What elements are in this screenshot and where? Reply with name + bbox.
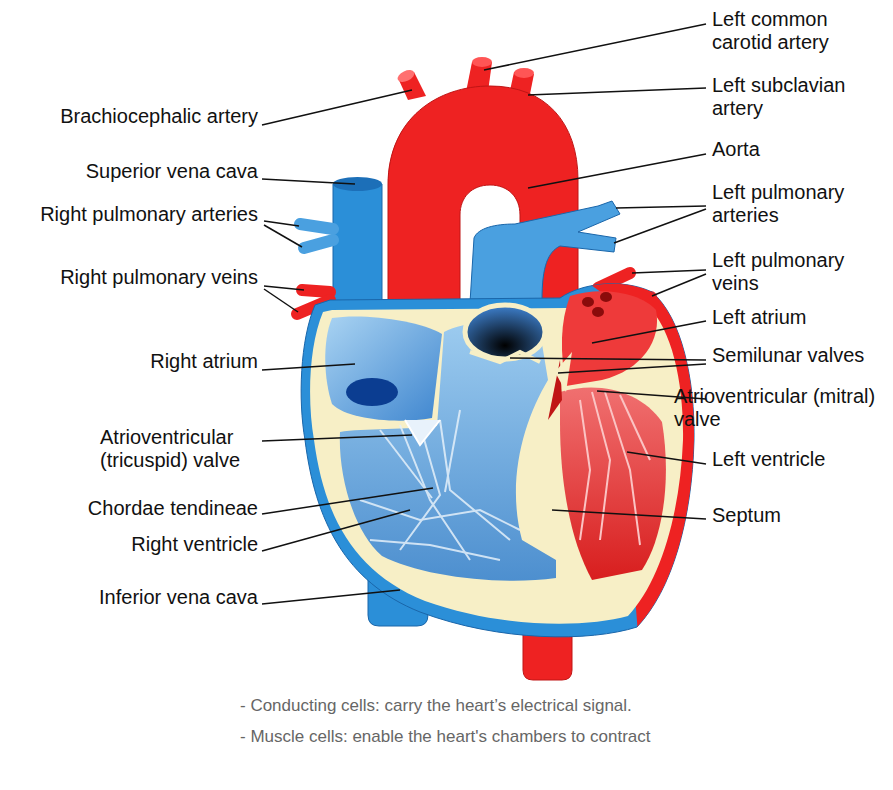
part-label: Right pulmonary arteries [40, 203, 258, 226]
heart-body [301, 284, 694, 637]
note-text: - Muscle cells: enable the heart's chamb… [240, 726, 651, 748]
chordae-tendineae [360, 410, 520, 560]
part-label: Aorta [712, 138, 760, 161]
part-label: Left common carotid artery [712, 8, 872, 54]
part-label: Atrioventricular (mitral) valve [674, 385, 889, 431]
left-ventricle [548, 352, 666, 580]
part-label: Brachiocephalic artery [60, 105, 258, 128]
right-ventricle [340, 305, 556, 581]
part-label: Left pulmonary arteries [712, 181, 872, 227]
part-label: Right ventricle [131, 533, 258, 556]
part-label: Septum [712, 504, 781, 527]
part-label: Left atrium [712, 306, 806, 329]
part-label: Right atrium [150, 350, 258, 373]
part-label: Left pulmonary veins [712, 249, 872, 295]
leader-lines [262, 24, 706, 604]
right-atrium [325, 316, 442, 420]
part-label: Right pulmonary veins [60, 266, 258, 289]
note-text: - Conducting cells: carry the heart’s el… [240, 695, 632, 717]
part-label: Superior vena cava [86, 160, 258, 183]
tricuspid-valve [405, 420, 440, 445]
part-label: Chordae tendineae [88, 497, 258, 520]
part-label: Semilunar valves [712, 344, 864, 367]
part-label: Left ventricle [712, 448, 825, 471]
part-label: Atrioventricular (tricuspid) valve [100, 426, 270, 472]
part-label: Left subclavian artery [712, 74, 872, 120]
part-label: Inferior vena cava [99, 586, 258, 609]
